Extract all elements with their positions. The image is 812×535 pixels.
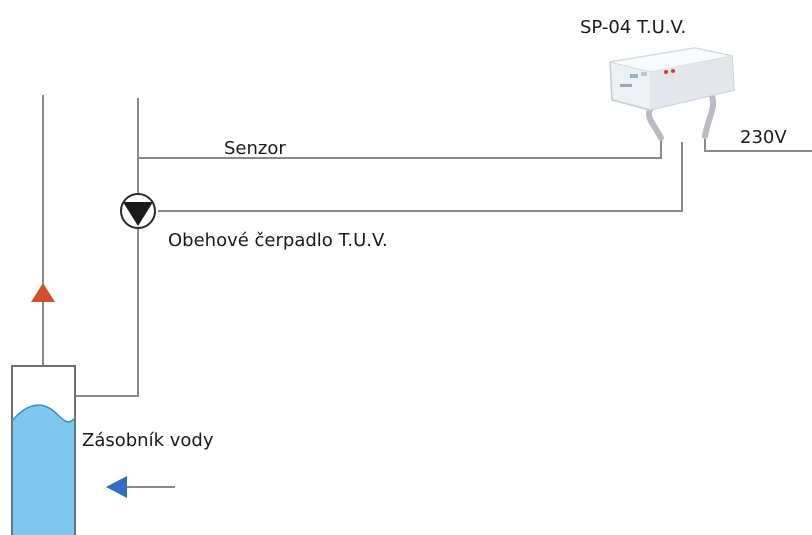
sensor-label: Senzor [224, 138, 286, 159]
arrow-up-icon [31, 283, 55, 302]
tank-label: Zásobník vody [82, 430, 214, 451]
water-tank [11, 365, 76, 535]
power-label: 230V [740, 127, 787, 148]
pump-icon [120, 193, 156, 229]
return-pipe [75, 98, 139, 397]
device-label: SP-04 T.U.V. [580, 17, 686, 38]
pump-wire [158, 142, 683, 212]
tank-water [12, 405, 75, 535]
arrow-left-icon [106, 476, 127, 498]
power-wire [704, 139, 812, 152]
controller-device-icon [609, 47, 735, 141]
tank-outline [11, 365, 76, 535]
pump-label: Obehové čerpadlo T.U.V. [168, 230, 388, 251]
water-surface-line [11, 404, 76, 423]
pipes [42, 95, 812, 488]
sensor-wire [138, 140, 662, 159]
